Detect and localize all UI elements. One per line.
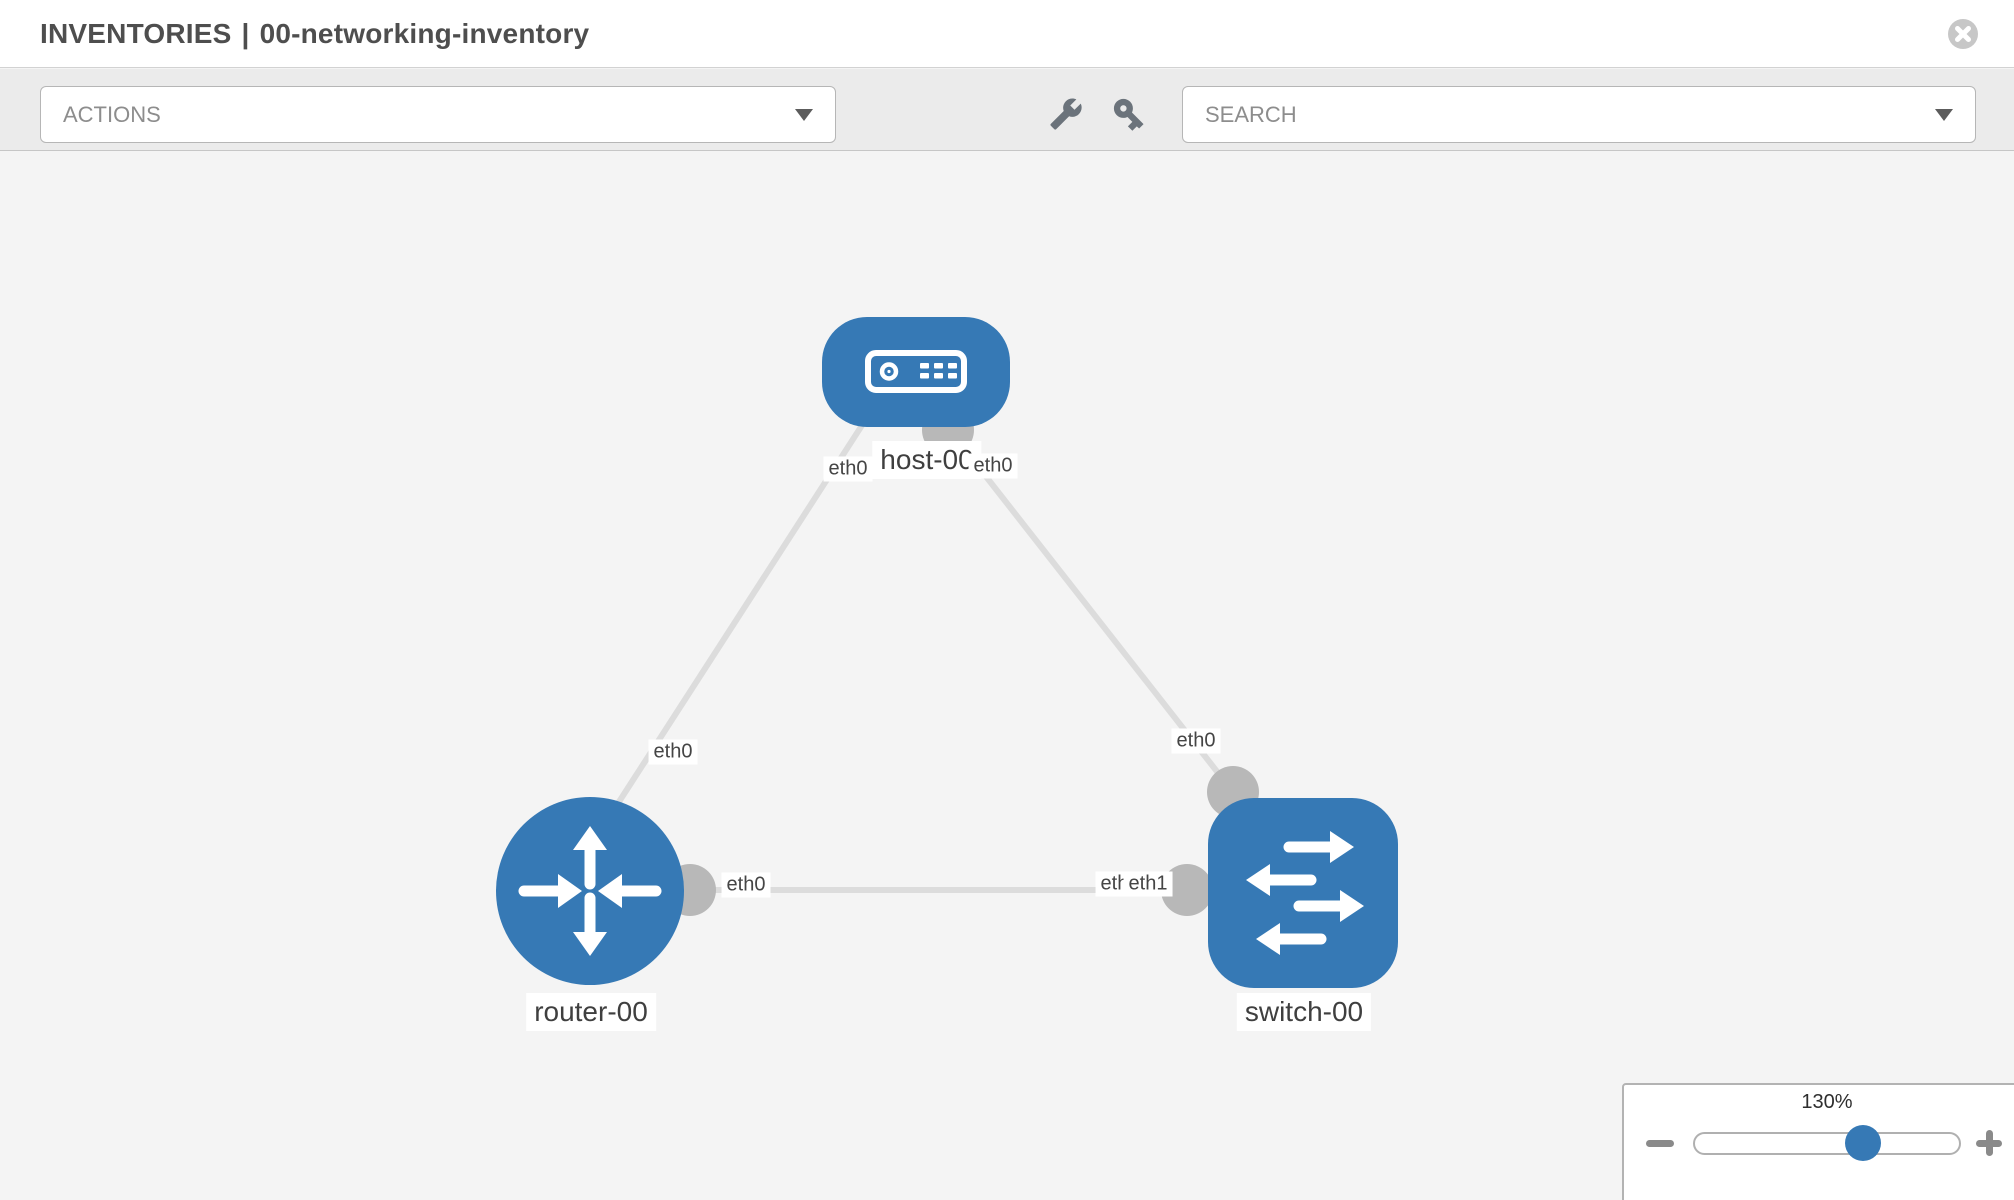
page-title-separator: | — [241, 18, 250, 49]
credentials-button[interactable] — [1105, 90, 1153, 138]
zoom-out-icon[interactable] — [1646, 1140, 1674, 1147]
router-icon — [518, 826, 662, 956]
zoom-in-icon[interactable] — [1972, 1126, 2006, 1160]
iface-label-router-to-switch: eth0 — [721, 872, 771, 898]
zoom-level-value: 130% — [1801, 1091, 1853, 1113]
tools-button[interactable] — [1042, 90, 1090, 138]
iface-label-host-to-router: eth0 — [823, 456, 873, 482]
iface-label-switch-to-host: eth0 — [1171, 728, 1221, 754]
page-title: INVENTORIES | 00-networking-inventory — [40, 0, 589, 68]
actions-dropdown[interactable]: ACTIONS — [40, 86, 836, 143]
search-dropdown[interactable]: SEARCH — [1182, 86, 1976, 143]
header-bar: INVENTORIES | 00-networking-inventory — [0, 0, 2014, 68]
node-label-router: router-00 — [526, 993, 656, 1031]
chevron-down-icon — [1935, 108, 1953, 121]
close-button[interactable] — [1948, 19, 1978, 49]
zoom-slider-track[interactable] — [1693, 1132, 1961, 1155]
iface-label-host-to-switch: eth0 — [968, 453, 1018, 479]
node-switch-00[interactable] — [1208, 798, 1398, 988]
zoom-slider-thumb[interactable] — [1845, 1125, 1881, 1161]
key-icon — [1113, 98, 1144, 131]
wrench-icon — [1050, 98, 1082, 130]
toolbar: ACTIONS SEARCH — [0, 69, 2014, 151]
iface-label-switch-to-router: eth1 — [1123, 871, 1173, 897]
search-dropdown-label: SEARCH — [1205, 101, 1297, 127]
switch-icon — [1246, 831, 1364, 955]
node-label-switch: switch-00 — [1236, 993, 1372, 1031]
port-switch-eth1 — [1161, 864, 1213, 916]
node-label-host: host-00 — [872, 441, 982, 479]
node-host-00[interactable] — [822, 317, 1010, 427]
actions-dropdown-label: ACTIONS — [63, 101, 161, 127]
chevron-down-icon — [795, 108, 813, 121]
page-title-section: INVENTORIES — [40, 18, 232, 49]
iface-label-router-to-host: eth0 — [648, 739, 698, 765]
server-icon — [865, 350, 967, 393]
close-icon — [1948, 19, 1978, 49]
page-title-inventory-name: 00-networking-inventory — [259, 18, 590, 49]
topology-canvas[interactable] — [0, 152, 2014, 1200]
node-router-00[interactable] — [496, 797, 684, 985]
